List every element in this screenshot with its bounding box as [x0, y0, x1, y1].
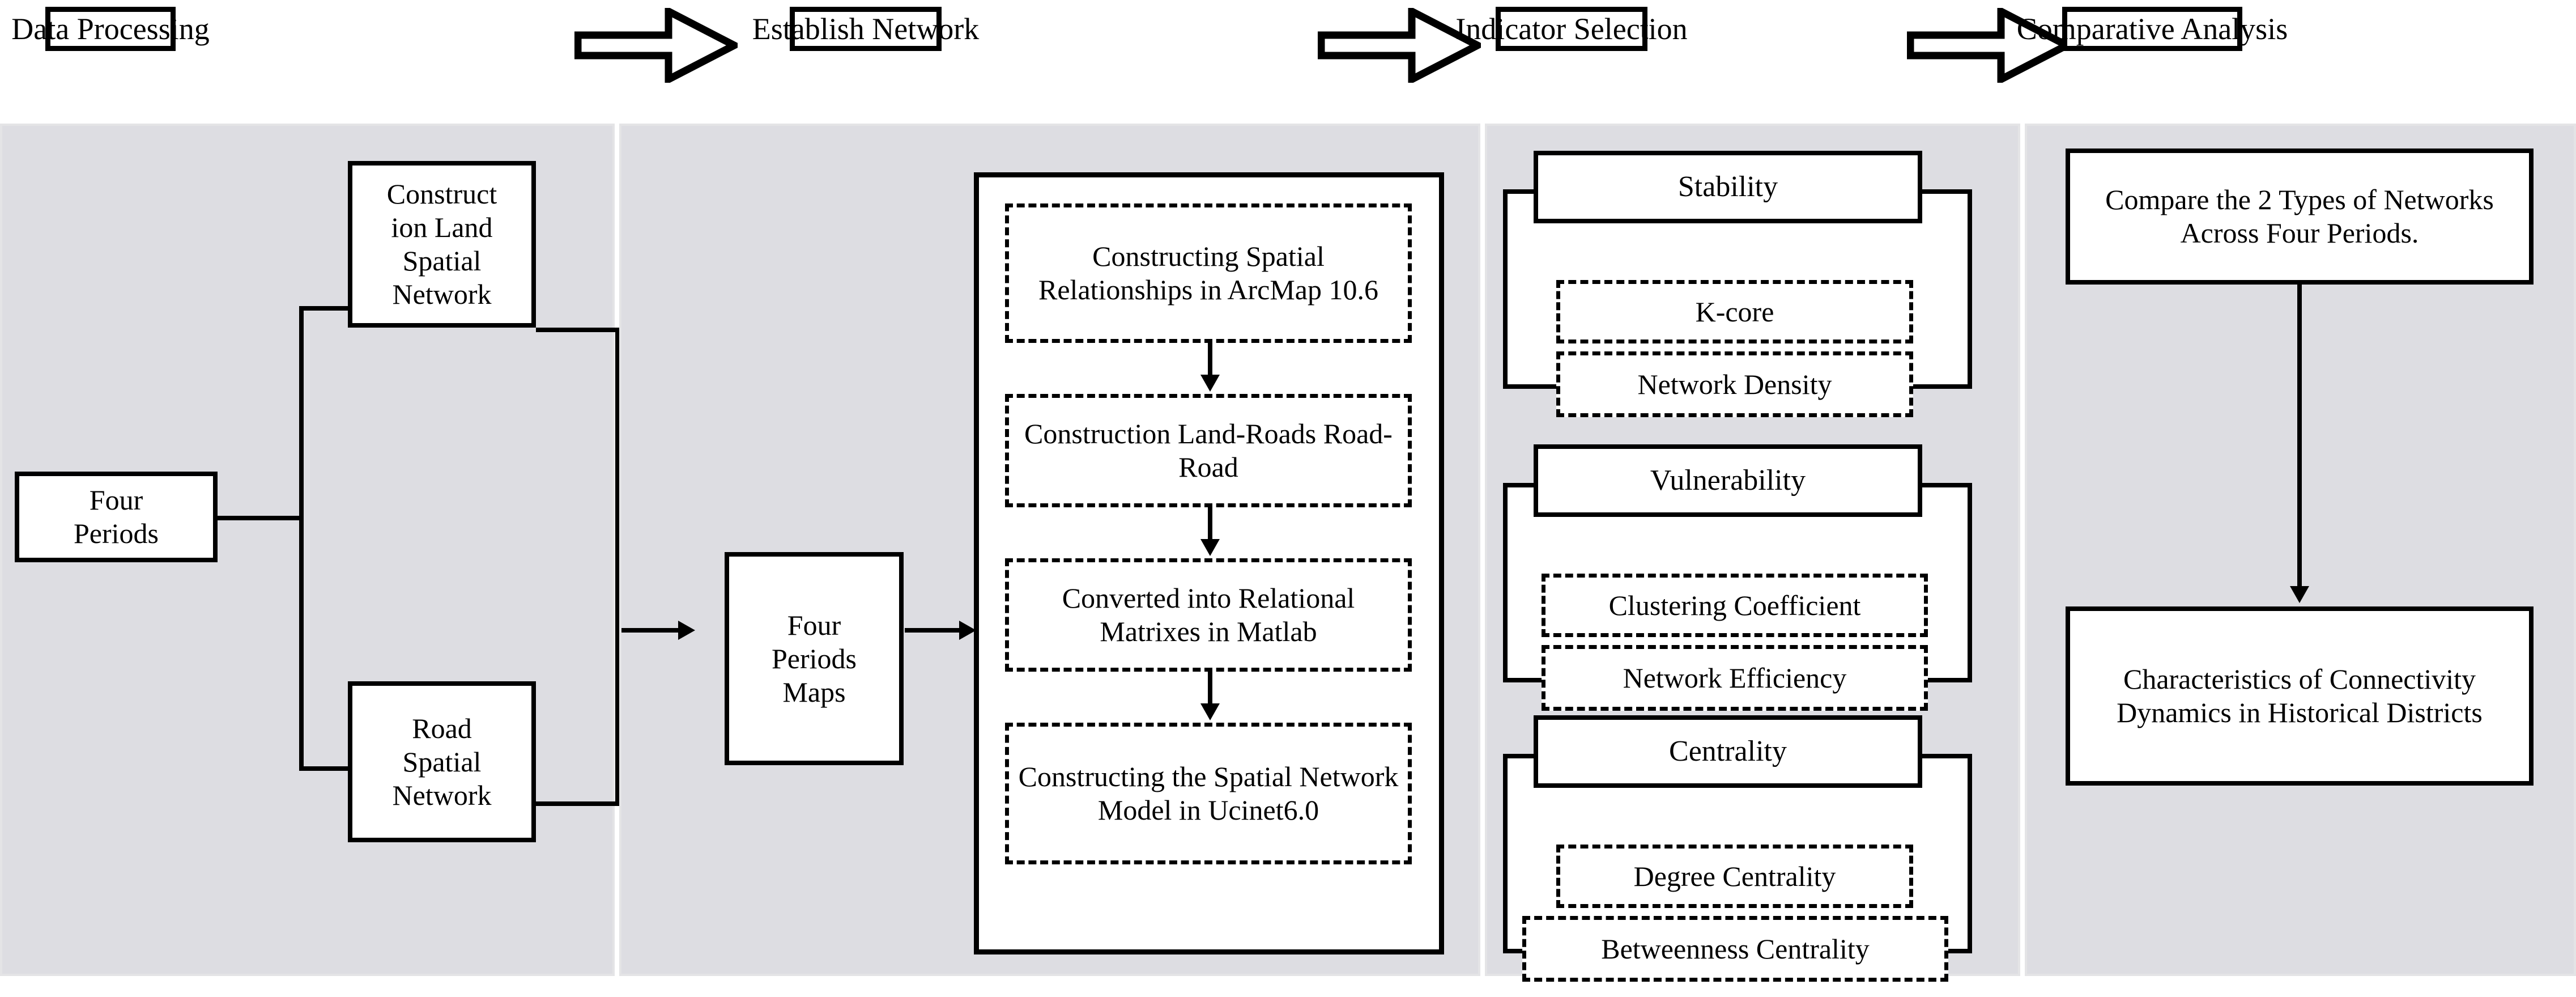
block-arrow-right-icon	[1318, 8, 1481, 83]
indicator-group-title-centrality[interactable]: Centrality	[1534, 715, 1922, 788]
connector-line	[536, 801, 620, 806]
step-box-label: Constructing the Spatial Network Model i…	[1018, 761, 1399, 826]
box-label: Compare the 2 Types of Networks Across F…	[2105, 184, 2494, 249]
header-step-label: Data Processing	[11, 11, 210, 46]
header-step-comparative-analysis[interactable]: Comparative Analysis	[2017, 7, 2288, 51]
process-header-strip: Data Processing Establish Network Indica…	[0, 0, 2576, 124]
header-step-label: Comparative Analysis	[2016, 11, 2288, 46]
connector-line	[1208, 672, 1212, 707]
arrowhead-icon	[1200, 375, 1220, 392]
connector-line	[615, 328, 620, 523]
indicator-item-label: K-core	[1695, 295, 1774, 328]
panel-indicator-selection: K-core Network Density Stability Cluster…	[1485, 124, 2020, 982]
block-arrow-right-icon	[1907, 8, 2070, 83]
header-step-label: Indicator Selection	[1455, 11, 1688, 46]
header-step-establish-network[interactable]: Establish Network	[752, 7, 979, 51]
connector-line	[2297, 285, 2302, 591]
establish-network-card: Constructing Spatial Relationships in Ar…	[974, 172, 1444, 954]
indicator-group-title-label: Stability	[1677, 171, 1778, 203]
step-box-constructing-spatial-network-model[interactable]: Constructing the Spatial Network Model i…	[1005, 723, 1412, 864]
step-box-label: Construction Land-Roads Road-Road	[1024, 418, 1393, 483]
connector-line	[218, 516, 304, 520]
box-label: Characteristics of Connectivity Dynamics…	[2117, 663, 2483, 728]
indicator-group-title-label: Vulnerability	[1650, 464, 1806, 497]
block-arrow-right-icon	[574, 8, 738, 83]
indicator-item-label: Network Efficiency	[1623, 661, 1847, 694]
arrowhead-icon	[1200, 539, 1220, 556]
step-box-label: Converted into Relational Matrixes in Ma…	[1062, 582, 1355, 647]
connector-line	[1208, 343, 1212, 378]
indicator-item-degree-centrality[interactable]: Degree Centrality	[1556, 845, 1913, 908]
connector-line	[621, 628, 683, 633]
connector-line	[536, 328, 620, 332]
step-box-converted-into-relational-matrixes[interactable]: Converted into Relational Matrixes in Ma…	[1005, 558, 1412, 672]
indicator-item-betweenness-centrality[interactable]: Betweenness Centrality	[1522, 916, 1948, 982]
connector-line	[1208, 507, 1212, 542]
indicator-item-network-density[interactable]: Network Density	[1556, 351, 1913, 417]
header-step-indicator-selection[interactable]: Indicator Selection	[1455, 7, 1688, 51]
connector-line	[905, 628, 964, 633]
connector-line	[299, 306, 356, 311]
connector-line	[615, 523, 620, 806]
indicator-item-label: Degree Centrality	[1633, 860, 1836, 892]
indicator-item-label: Network Density	[1637, 368, 1832, 400]
connector-line	[299, 766, 356, 771]
indicator-item-network-efficiency[interactable]: Network Efficiency	[1542, 645, 1928, 711]
arrowhead-icon	[1200, 703, 1220, 720]
step-box-construction-land-roads[interactable]: Construction Land-Roads Road-Road	[1005, 394, 1412, 507]
connector-line	[299, 306, 304, 520]
indicator-group-title-label: Centrality	[1669, 735, 1787, 768]
box-connectivity-dynamics-characteristics[interactable]: Characteristics of Connectivity Dynamics…	[2066, 606, 2534, 786]
indicator-item-clustering-coefficient[interactable]: Clustering Coefficient	[1542, 574, 1928, 637]
arrowhead-icon	[959, 621, 976, 640]
indicator-item-label: Betweenness Centrality	[1601, 932, 1870, 965]
connector-line	[299, 516, 304, 771]
indicator-item-k-core[interactable]: K-core	[1556, 280, 1913, 343]
step-box-label: Constructing Spatial Relationships in Ar…	[1038, 240, 1378, 306]
arrowhead-icon	[678, 621, 695, 640]
indicator-group-title-vulnerability[interactable]: Vulnerability	[1534, 444, 1922, 517]
header-step-data-processing[interactable]: Data Processing	[11, 7, 210, 51]
panel-comparative-analysis: Compare the 2 Types of Networks Across F…	[2025, 124, 2576, 976]
header-step-label: Establish Network	[752, 11, 980, 46]
arrowhead-icon	[2290, 586, 2309, 603]
indicator-item-label: Clustering Coefficient	[1608, 589, 1861, 621]
step-box-constructing-spatial-relationships[interactable]: Constructing Spatial Relationships in Ar…	[1005, 203, 1412, 343]
box-compare-two-network-types[interactable]: Compare the 2 Types of Networks Across F…	[2066, 149, 2534, 285]
indicator-group-title-stability[interactable]: Stability	[1534, 151, 1922, 223]
